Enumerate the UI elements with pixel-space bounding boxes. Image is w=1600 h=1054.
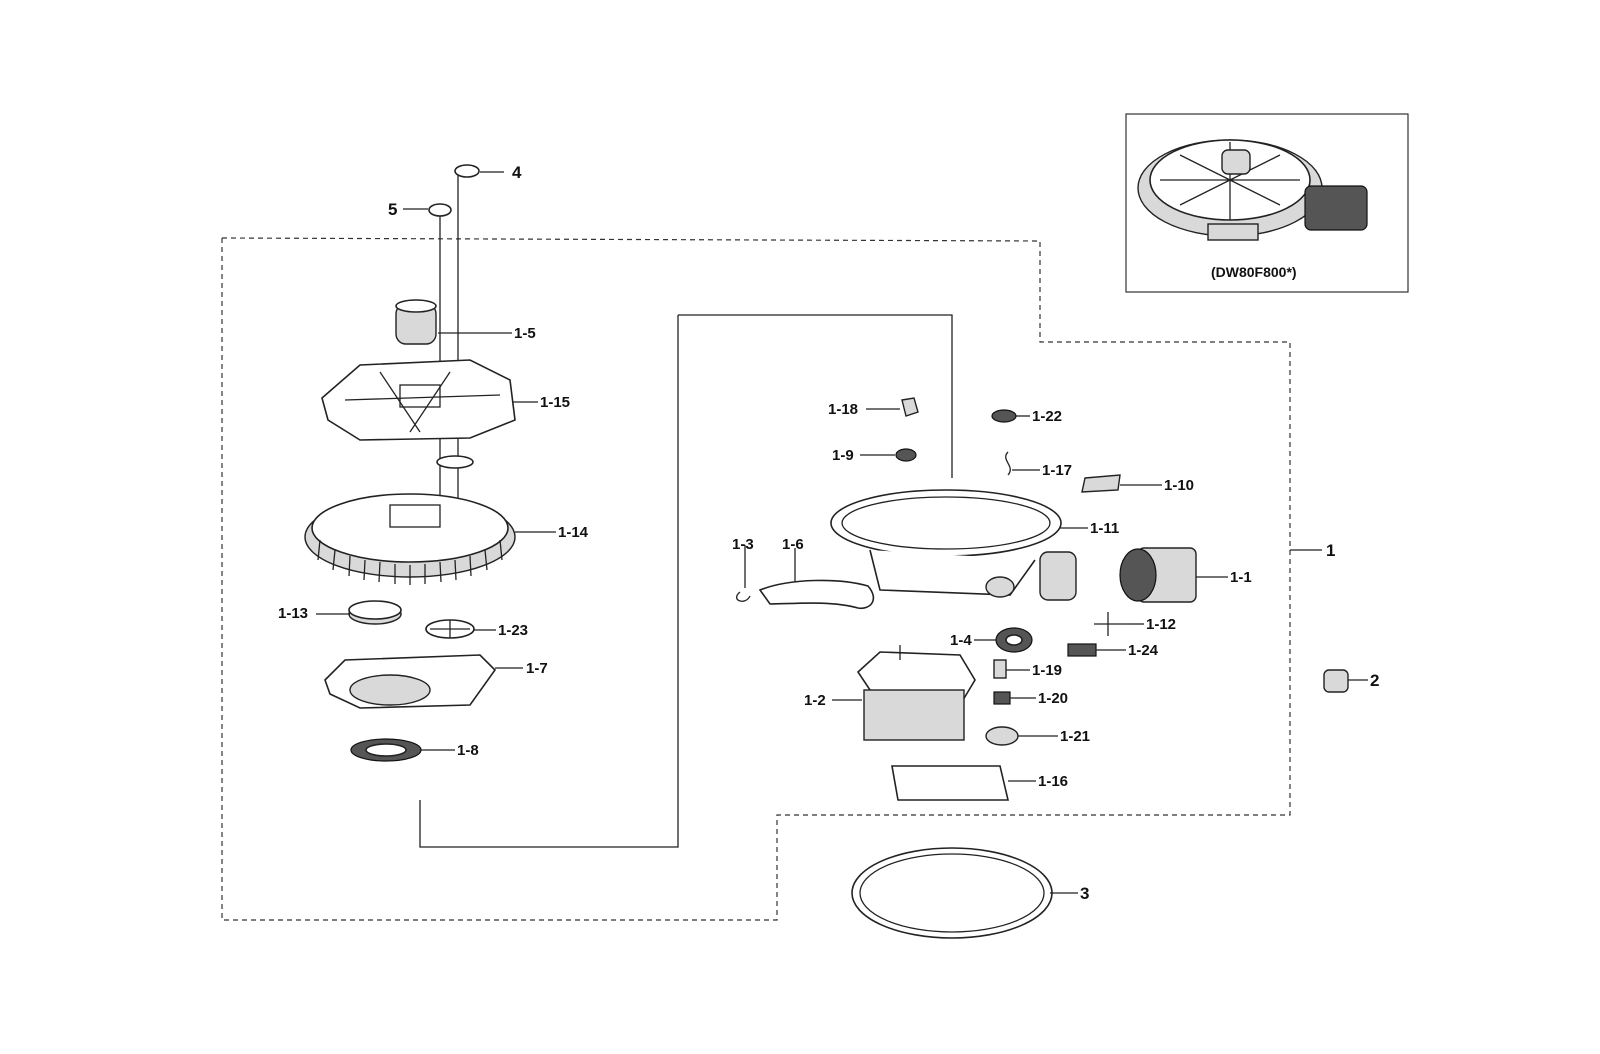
label-4: 4	[512, 163, 522, 182]
inset-sump-assembly-image	[1137, 139, 1368, 241]
part-1-22-ring	[991, 409, 1017, 423]
part-1-17-spring	[1005, 451, 1011, 476]
part-3-seal-ring	[851, 847, 1053, 939]
label-1-8: 1-8	[457, 742, 479, 759]
label-1-9: 1-9	[832, 447, 854, 464]
inset-caption: (DW80F800*)	[1211, 264, 1297, 280]
part-1-24-connector	[1067, 643, 1097, 657]
label-1-22: 1-22	[1032, 408, 1063, 425]
part-1-1-drain-motor	[1119, 547, 1197, 603]
label-1-5: 1-5	[514, 325, 536, 342]
label-1-6: 1-6	[782, 536, 804, 553]
part-1-4-valve	[995, 627, 1033, 653]
part-1-7-lower-housing	[324, 654, 497, 709]
label-1-3: 1-3	[732, 536, 754, 553]
label-5: 5	[388, 200, 398, 219]
part-1-19-sensor	[993, 659, 1007, 679]
part-1-20-connector	[993, 691, 1011, 705]
sub-assembly-boundary	[419, 314, 953, 848]
label-1-23: 1-23	[498, 622, 529, 639]
part-1-12-pin	[1094, 612, 1130, 636]
part-1-16-cover	[891, 765, 1010, 801]
part-1-10-bar	[1081, 474, 1121, 493]
part-1-21-sensor	[985, 726, 1019, 746]
label-1-18: 1-18	[828, 401, 859, 418]
part-1-6-hose	[758, 579, 875, 610]
label-1-14: 1-14	[558, 524, 589, 541]
part-1-11-sump-frame	[830, 489, 1077, 601]
label-1-13: 1-13	[278, 605, 309, 622]
part-1-5-cap	[395, 299, 437, 345]
part-1-13-impeller	[348, 600, 402, 625]
label-1-17: 1-17	[1042, 462, 1073, 479]
part-1-2-wash-motor	[856, 645, 976, 741]
part-1-15-upper-housing	[321, 359, 516, 441]
label-1-11: 1-11	[1090, 520, 1120, 537]
part-1-23-disc	[425, 619, 475, 639]
label-3: 3	[1080, 884, 1090, 903]
label-1-7: 1-7	[526, 660, 548, 677]
inset-box	[1125, 113, 1409, 293]
label-1-4: 1-4	[950, 632, 972, 649]
label-1-12: 1-12	[1146, 616, 1177, 633]
part-5-oring	[428, 203, 452, 217]
part-1-8-filter	[350, 738, 422, 762]
label-1-21: 1-21	[1060, 728, 1091, 745]
label-1-24: 1-24	[1128, 642, 1159, 659]
part-1-3-clamp	[735, 591, 751, 602]
label-1-19: 1-19	[1032, 662, 1063, 679]
part-4-oring	[454, 164, 480, 178]
part-1-9-grommet	[895, 448, 917, 462]
part-1-14-pump-housing	[304, 493, 516, 585]
assembly-1-boundary	[221, 237, 1291, 921]
label-1-2: 1-2	[804, 692, 826, 709]
label-1-20: 1-20	[1038, 690, 1069, 707]
label-1-15: 1-15	[540, 394, 571, 411]
label-1-16: 1-16	[1038, 773, 1069, 790]
part-1-18-clip	[901, 397, 919, 417]
label-1-1: 1-1	[1230, 569, 1252, 586]
label-1: 1	[1326, 541, 1336, 560]
part-2-nut	[1323, 669, 1349, 693]
label-1-10: 1-10	[1164, 477, 1195, 494]
gasket	[436, 455, 474, 469]
label-2: 2	[1370, 671, 1380, 690]
